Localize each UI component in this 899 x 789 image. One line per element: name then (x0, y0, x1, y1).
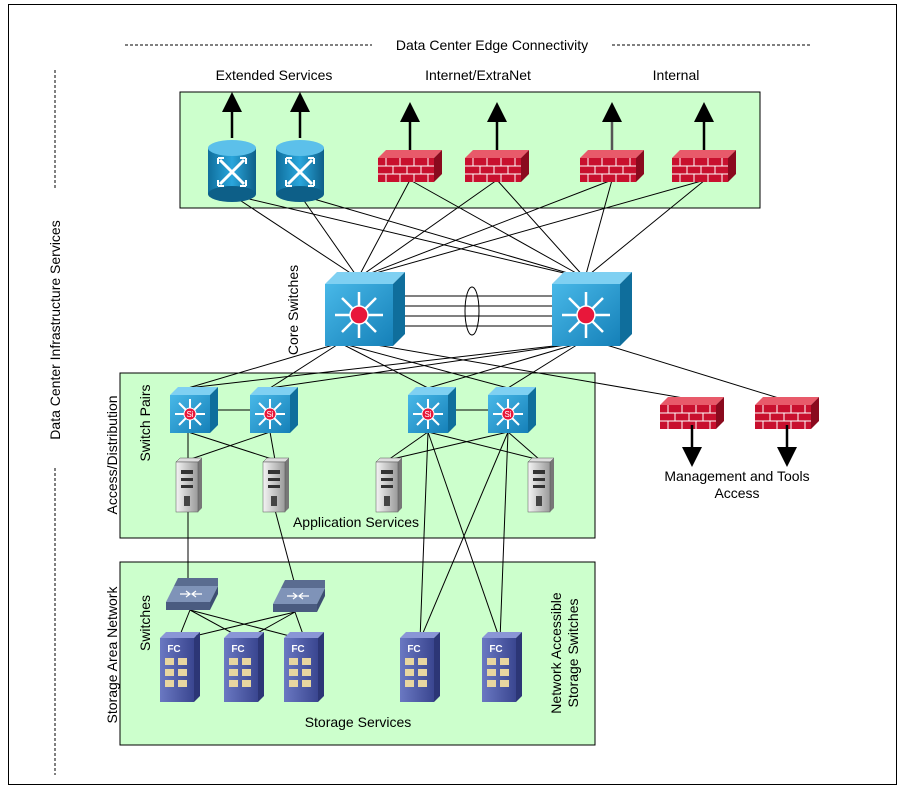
management-label-line2: Access (714, 485, 759, 501)
fc-storage-icon: FC (224, 632, 264, 702)
si-badge: Si (424, 410, 431, 419)
fc-badge: FC (291, 644, 304, 655)
nas-label-line1: Network Accessible (548, 592, 564, 714)
firewall-icon (672, 102, 736, 182)
management-label-line1: Management and Tools (664, 468, 809, 484)
firewall-icon (580, 102, 644, 182)
firewall-icon (465, 102, 529, 182)
application-services-label: Application Services (293, 514, 419, 530)
router-icon (208, 92, 256, 202)
internal-label: Internal (653, 67, 700, 83)
fc-badge: FC (167, 644, 180, 655)
fc-badge: FC (489, 644, 502, 655)
firewall-icon (660, 397, 724, 467)
outer-frame (8, 4, 897, 785)
server-icon (262, 457, 290, 513)
internet-extranet-label: Internet/ExtraNet (425, 67, 531, 83)
edge-core-links (231, 179, 706, 279)
core-switches-label: Core Switches (285, 265, 301, 355)
infra-title: Data Center Infrastructure Services (47, 220, 63, 439)
fc-storage-icon: FC (400, 632, 440, 702)
firewall-icon (755, 397, 819, 467)
core-switch-icon (552, 272, 632, 346)
layer3-switch-icon: Si (170, 387, 218, 433)
core-switch-icon (325, 272, 405, 346)
san-switch-icon (166, 578, 218, 610)
nas-label-line2: Storage Switches (565, 599, 581, 708)
router-icon (276, 92, 324, 202)
si-badge: Si (266, 410, 273, 419)
si-badge: Si (186, 410, 193, 419)
access-distribution-label: Access/Distribution (104, 395, 120, 514)
distribution-links (187, 409, 541, 641)
extended-services-label: Extended Services (216, 67, 333, 83)
edge-services-box (179, 91, 761, 209)
core-interconnect (393, 286, 552, 336)
server-icon (175, 457, 203, 513)
storage-area-network-label: Storage Area Network (104, 586, 120, 724)
core-access-links (187, 342, 786, 401)
fc-storage-icon: FC (482, 632, 522, 702)
san-switch-icon (273, 580, 325, 612)
switches-label: Switches (137, 595, 153, 651)
layer3-switch-icon: Si (488, 387, 536, 433)
layer3-switch-icon: Si (250, 387, 298, 433)
fc-storage-icon: FC (284, 632, 324, 702)
fc-badge: FC (407, 644, 420, 655)
layer3-switch-icon: Si (408, 387, 456, 433)
fc-storage-icon: FC (160, 632, 200, 702)
fc-badge: FC (231, 644, 244, 655)
server-icon (375, 457, 403, 513)
edge-title: Data Center Edge Connectivity (396, 37, 588, 53)
switch-pairs-label: Switch Pairs (137, 384, 153, 461)
storage-services-label: Storage Services (305, 714, 412, 730)
server-icon (527, 457, 555, 513)
firewall-icon (378, 102, 442, 182)
si-badge: Si (504, 410, 511, 419)
